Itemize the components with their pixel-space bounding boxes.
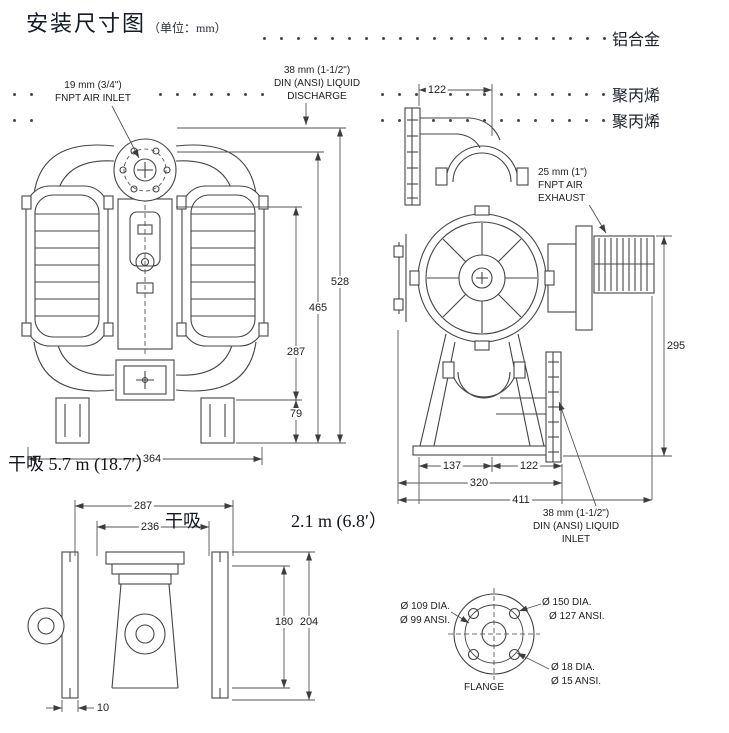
callout-exhaust-line1: 25 mm (1")	[538, 167, 588, 178]
leader-dots-row1	[256, 36, 606, 41]
flange-dia-99-label: Ø 99 ANSI.	[399, 615, 450, 626]
callout-inlet-line2: DIN (ANSI) LIQUID	[532, 521, 620, 532]
material-label-polypropylene-1: 聚丙烯	[612, 88, 661, 105]
callout-inlet-line3: INLET	[561, 534, 591, 545]
callout-discharge-line1: 38 mm (1-1/2")	[283, 65, 351, 76]
callout-inlet-line1: 38 mm (1-1/2")	[542, 508, 610, 519]
dim-label-320: 320	[467, 477, 491, 489]
leader-dots-row2c	[374, 92, 606, 97]
dry-suction-note-1: 干吸 5.7 m (18.7′）	[8, 454, 154, 474]
bottom-view-drawing	[27, 551, 229, 699]
dim-label-122: 122	[517, 460, 541, 472]
flange-caption: FLANGE	[464, 682, 505, 693]
dry-suction-value-2: 2.1 m (6.8′）	[291, 511, 387, 531]
dim-label-bottom-180: 180	[272, 616, 296, 628]
material-label-polypropylene-2: 聚丙烯	[612, 114, 661, 131]
dim-label-137: 137	[440, 460, 464, 472]
dim-label-528: 528	[328, 276, 352, 288]
dim-label-bottom-287: 287	[131, 500, 155, 512]
dim-label-bottom-204: 204	[297, 616, 321, 628]
callout-exhaust-line2: FNPT AIR	[538, 180, 583, 191]
dim-label-79: 79	[287, 408, 305, 420]
dry-suction-label-2: 干吸	[165, 511, 201, 531]
dim-label-465: 465	[306, 302, 330, 314]
callout-discharge-line2: DIN (ANSI) LIQUID	[273, 78, 361, 89]
callout-discharge-line3: DISCHARGE	[287, 91, 347, 102]
callout-air-inlet: 19 mm (3/4") FNPT AIR INLET	[40, 79, 146, 105]
dim-label-bottom-10: 10	[94, 702, 112, 714]
callout-liquid-inlet: 38 mm (1-1/2") DIN (ANSI) LIQUID INLET	[526, 507, 626, 546]
dim-label-bottom-236: 236	[138, 521, 162, 533]
callout-exhaust-line3: EXHAUST	[538, 193, 586, 204]
dim-label-287: 287	[284, 346, 308, 358]
flange-detail-drawing	[448, 588, 540, 680]
callout-air-exhaust: 25 mm (1") FNPT AIR EXHAUST	[538, 166, 610, 205]
flange-dia-18-label: Ø 18 DIA.	[551, 662, 595, 673]
front-view-drawing	[21, 138, 269, 444]
flange-dia-109-label: Ø 109 DIA.	[400, 601, 450, 612]
leader-dots-row3b	[374, 118, 606, 123]
flange-dia-15-label: Ø 15 ANSI.	[551, 676, 602, 687]
flange-dia-150-label: Ø 150 DIA.	[542, 597, 592, 608]
callout-air-inlet-line1: 19 mm (3/4")	[64, 80, 122, 91]
callout-liquid-discharge: 38 mm (1-1/2") DIN (ANSI) LIQUID DISCHAR…	[264, 64, 370, 103]
bottom-view-dimensions	[46, 500, 315, 712]
flange-dia-127-label: Ø 127 ANSI.	[549, 611, 605, 622]
dim-label-top-122: 122	[425, 84, 449, 96]
dim-label-411: 411	[510, 494, 532, 506]
flange-detail-leaders	[450, 603, 550, 670]
callout-air-inlet-line2: FNPT AIR INLET	[55, 93, 131, 104]
leader-dots-row2b	[152, 92, 264, 97]
leader-dots-row3a	[6, 118, 38, 123]
side-view-drawing	[393, 107, 655, 463]
unit-note: （单位：mm）	[148, 21, 227, 35]
material-label-aluminum: 铝合金	[612, 32, 661, 49]
leader-dots-row2a	[6, 92, 38, 97]
page-title: 安装尺寸图	[26, 11, 147, 36]
dim-label-295: 295	[664, 340, 688, 352]
